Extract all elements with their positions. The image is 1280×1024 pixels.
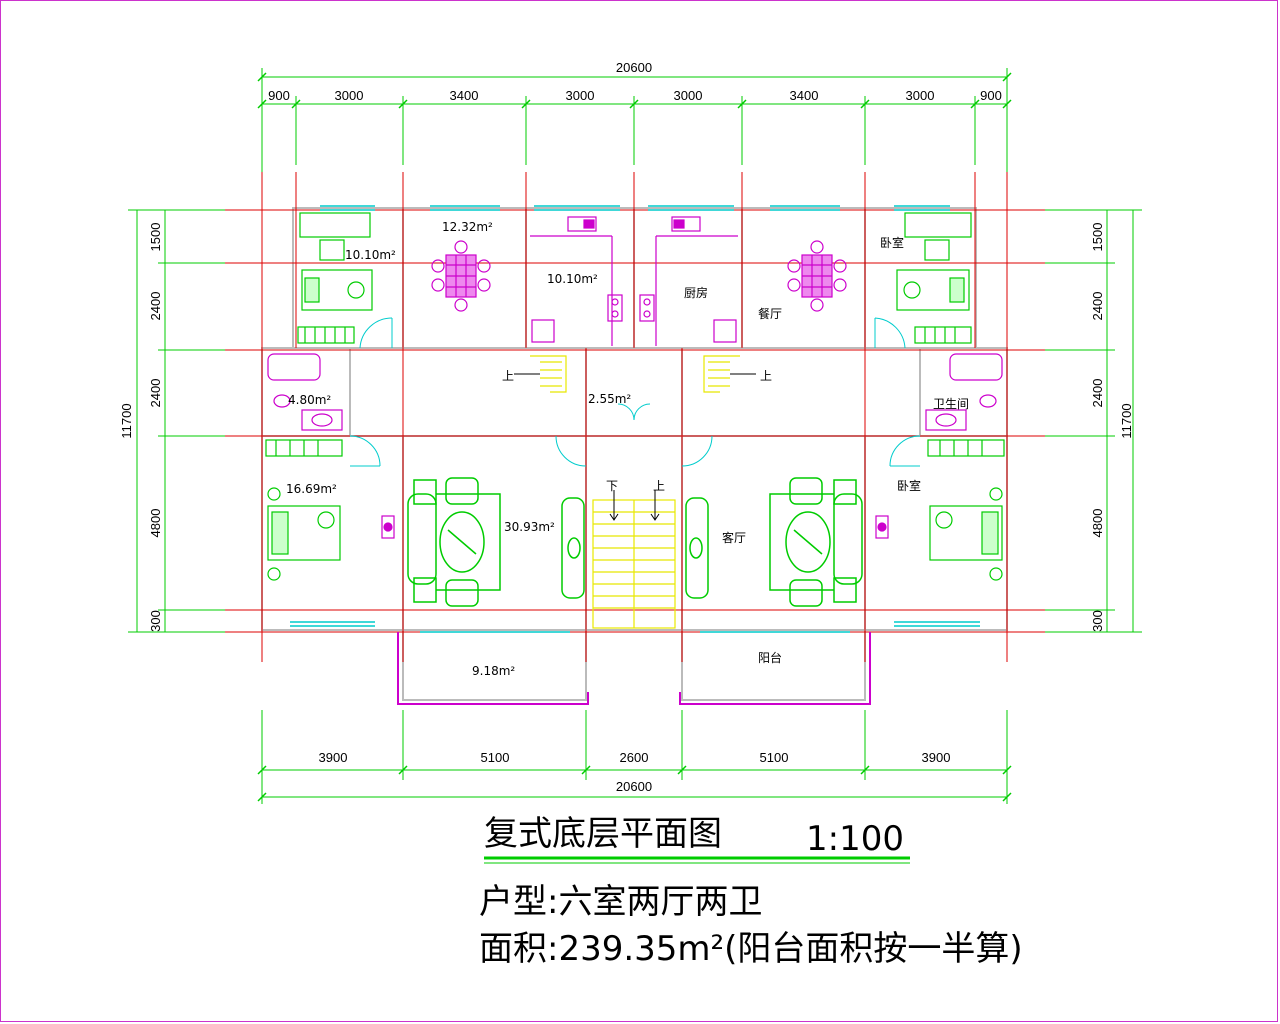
right-dim-1: 1500 [1090, 223, 1105, 252]
top-dim-5: 3000 [674, 88, 703, 103]
drawing-title: 复式底层平面图 [484, 814, 722, 854]
right-dim-3: 2400 [1090, 379, 1105, 408]
stair-up-center-label: 上 [653, 479, 665, 493]
kitchen-l-area: 10.10m² [547, 272, 598, 286]
bedroom-furniture-top-right [896, 212, 972, 344]
left-dim-1: 1500 [148, 223, 163, 252]
top-dim-3: 3400 [450, 88, 479, 103]
windows [290, 205, 980, 633]
bottom-dim-2: 5100 [481, 750, 510, 765]
dimension-lines [128, 68, 1142, 804]
stair-arrows [514, 373, 756, 521]
doors [349, 317, 921, 467]
bathroom-left-fixtures [267, 353, 343, 431]
dining-table-left [431, 240, 491, 312]
stair-up-right-label: 上 [760, 369, 772, 383]
kitchen-fixtures [530, 216, 738, 346]
top-dim-4: 3000 [566, 88, 595, 103]
overall-top-dim: 20600 [616, 60, 652, 75]
balcony-l-area: 9.18m² [472, 664, 515, 678]
left-dim-2: 2400 [148, 292, 163, 321]
stair-up-left-label: 上 [502, 369, 514, 383]
upper-stairs [530, 355, 740, 393]
balconies [397, 632, 871, 705]
top-dim-2: 3000 [335, 88, 364, 103]
bottom-dim-3: 2600 [620, 750, 649, 765]
kitchen-r-label: 厨房 [684, 285, 708, 300]
bottom-dim-1: 3900 [319, 750, 348, 765]
right-dim-2: 2400 [1090, 292, 1105, 321]
top-dim-1: 900 [268, 88, 290, 103]
central-stairs [592, 499, 676, 629]
stair-down-label: 下 [606, 479, 618, 493]
overall-left-dim: 11700 [119, 403, 134, 438]
dimension-ticks [257, 72, 1012, 802]
bottom-dim-5: 3900 [922, 750, 951, 765]
overall-bottom-dim: 20600 [616, 779, 652, 794]
living-r-label: 客厅 [722, 530, 746, 545]
bottom-dim-4: 5100 [760, 750, 789, 765]
bedroom-furniture-top-left [297, 212, 373, 344]
left-dim-5: 300 [148, 610, 163, 632]
drawing-scale: 1:100 [806, 819, 904, 859]
dining-r-label: 餐厅 [758, 306, 782, 321]
bathroom-right-fixtures [925, 353, 1003, 431]
right-dim-4: 4800 [1090, 509, 1105, 538]
living-room-right-furniture [685, 477, 863, 607]
left-dim-4: 4800 [148, 509, 163, 538]
balcony-r-label: 阳台 [758, 650, 782, 665]
right-dim-5: 300 [1090, 610, 1105, 632]
bedroom-br-label: 卧室 [897, 478, 921, 493]
hall-area: 2.55m² [588, 392, 631, 406]
overall-right-dim: 11700 [1119, 403, 1134, 438]
house-type-line: 户型:六室两厅两卫 [479, 882, 762, 922]
bedroom-furniture-bottom-right [927, 439, 1005, 581]
bedroom-bl-area: 16.69m² [286, 482, 337, 496]
bedroom-furniture-bottom-left [265, 439, 343, 581]
bath-r-label: 卫生间 [933, 397, 969, 411]
left-dim-3: 2400 [148, 379, 163, 408]
living-room-left-furniture [407, 477, 585, 607]
living-l-area: 30.93m² [504, 520, 555, 534]
tv-units [381, 515, 889, 539]
bedroom-tr-label: 卧室 [880, 235, 904, 250]
bedroom-tl-area: 10.10m² [345, 248, 396, 262]
dining-table-right [787, 240, 847, 312]
dining-l-area: 12.32m² [442, 220, 493, 234]
bath-l-area: 4.80m² [288, 393, 331, 407]
top-dim-8: 900 [980, 88, 1002, 103]
house-area-line: 面积:239.35m²(阳台面积按一半算) [479, 929, 1023, 969]
top-dim-7: 3000 [906, 88, 935, 103]
top-dim-6: 3400 [790, 88, 819, 103]
